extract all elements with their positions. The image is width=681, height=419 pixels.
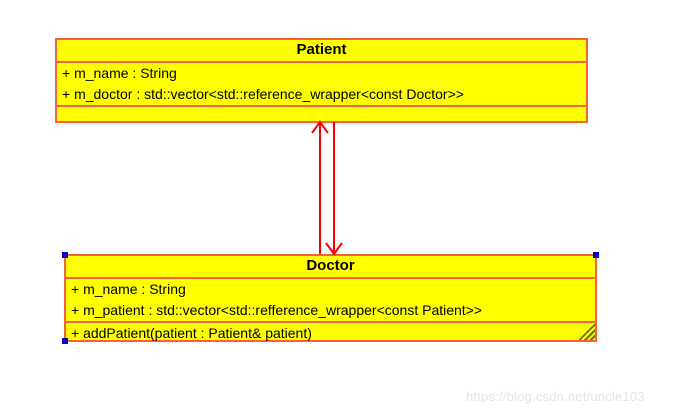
class-name-doctor: Doctor (66, 256, 595, 279)
uml-class-doctor[interactable]: Doctor + m_name : String + m_patient : s… (64, 254, 597, 342)
attribute-row: + m_name : String (71, 281, 186, 297)
attributes-compartment-doctor: + m_name : String + m_patient : std::vec… (66, 279, 595, 323)
watermark-text: https://blog.csdn.net/uncle103 (466, 389, 645, 404)
class-name-patient: Patient (57, 40, 586, 63)
relation-patient-to-doctor (325, 122, 343, 256)
selection-handle-top-right[interactable] (593, 252, 599, 258)
selection-handle-bottom-left[interactable] (62, 338, 68, 344)
relation-doctor-to-patient (311, 120, 329, 254)
operation-row: + addPatient(patient : Patient& patient) (71, 325, 312, 341)
attribute-row: + m_patient : std::vector<std::refferenc… (71, 302, 483, 318)
operations-compartment-patient (57, 107, 586, 117)
attribute-row: + m_name : String (62, 65, 177, 81)
attribute-row: + m_doctor : std::vector<std::reference_… (62, 86, 464, 102)
attributes-compartment-patient: + m_name : String + m_doctor : std::vect… (57, 63, 586, 107)
uml-class-patient[interactable]: Patient + m_name : String + m_doctor : s… (55, 38, 588, 123)
selection-handle-top-left[interactable] (62, 252, 68, 258)
operations-compartment-doctor: + addPatient(patient : Patient& patient) (66, 323, 595, 344)
